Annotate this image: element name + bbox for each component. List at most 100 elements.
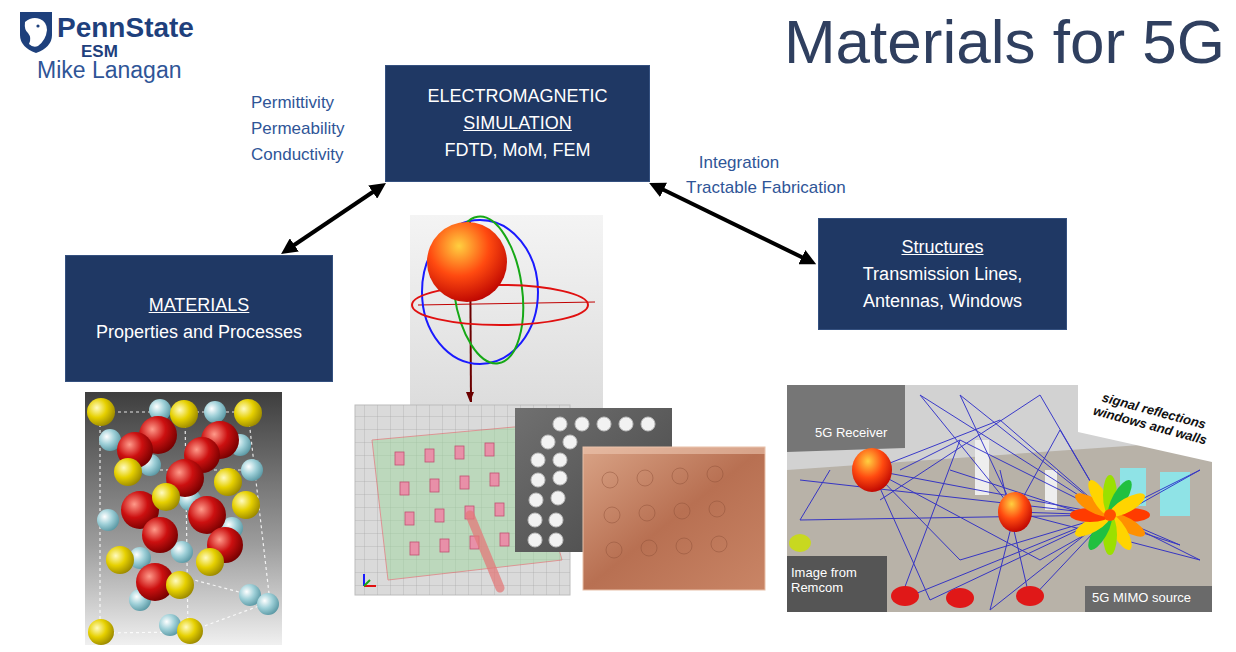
box-text: FDTD, MoM, FEM [398,137,637,164]
box-text: Transmission Lines, Antennas, Windows [837,261,1048,315]
crystal-structure-image-part [214,468,242,496]
antenna-array-simulation-image-part [490,473,499,486]
box-heading: MATERIALS [78,292,320,319]
crystal-structure-image-part [114,458,142,486]
crystal-structure-image-part [196,548,224,576]
crystal-structure-image-part [166,571,194,599]
ray-tracing-image-part [950,470,1180,545]
copper-plate-photo-part [674,503,690,519]
crystal-structure-image-part [87,398,262,645]
ray-tracing-image-part [1016,586,1044,606]
radiation-pattern-image-part [466,392,474,402]
double-arrow [658,187,808,260]
dielectric-cylinder-photo-part [549,513,563,527]
dielectric-cylinder-photo-part [641,417,655,431]
crystal-structure-image-part [97,399,279,636]
image-annotation: signal reflections windows and walls [1090,389,1213,449]
crystal-structure-image-part [232,491,260,519]
radiation-pattern-image-part [427,222,507,302]
crystal-structure-image-part [177,618,203,644]
antenna-array-simulation-image-part [485,443,494,456]
radiation-pattern-image [410,212,603,410]
dielectric-cylinder-photo-part [553,471,567,485]
radiation-pattern-image-part [418,302,595,305]
crystal-structure-image-part [88,619,114,645]
copper-plate-photo-part [602,466,727,558]
antenna-array-simulation-image-part [455,446,464,459]
ray-tracing-image-part [872,470,1110,560]
ray-tracing-image-part [852,448,892,492]
crystal-structure-image [85,392,282,645]
radiation-pattern-image-part [412,285,588,325]
ray-tracing-image-part [1070,475,1150,555]
box-heading: ELECTROMAGNETIC [398,83,637,110]
crystal-structure-image-part [170,400,198,428]
dielectric-cylinder-photo-part [528,513,542,527]
copper-plate-photo-part [711,536,727,552]
antenna-array-simulation-image-part [400,482,409,495]
dielectric-cylinder-photo-part [619,417,633,431]
dielectric-cylinder-photo-part [575,417,589,431]
crystal-structure-image-part [100,412,270,633]
copper-plate-photo-part [676,538,692,554]
crystal-structure-image-part [241,459,263,481]
antenna-array-simulation-image-part [460,476,469,489]
copper-plate-photo-part [641,540,657,556]
antenna-array-simulation-image-part [405,512,414,525]
ray-tracing-image-part [900,440,1110,600]
crystal-structure-image-part [87,398,115,426]
antenna-array-simulation-image-part [500,533,509,546]
dielectric-cylinder-photo-part [531,453,545,467]
antenna-array-simulation-image-part [470,515,500,588]
ray-tracing-image-part [789,534,811,552]
crystal-structure-image-part [97,509,119,531]
copper-plate-photo-part [606,542,622,558]
antenna-array-simulation-image-part [410,542,419,555]
process-box: MATERIALSProperties and Processes [65,255,333,382]
crystal-structure-image-part [152,483,180,511]
antenna-array-simulation-image-part [435,509,444,522]
copper-plate-photo-part [604,507,620,523]
antenna-array-simulation-image-part [440,539,449,552]
connector-label: Integration Tractable Fabrication [686,150,851,200]
image-annotation: 5G MIMO source [1092,591,1191,606]
dielectric-cylinder-photo-part [549,533,563,547]
copper-plate-photo [583,447,765,590]
radiation-pattern-image-part [410,215,603,410]
antenna-array-simulation-image-part [430,479,439,492]
box-heading: Structures [837,234,1048,261]
ray-tracing-image-part [872,420,1110,515]
crystal-structure-image-part [106,546,134,574]
copper-plate-photo-part [637,470,653,486]
ray-tracing-image-part [1104,509,1116,521]
dielectric-cylinder-photo-part [597,417,611,431]
university-shield-logo-part [20,12,52,53]
antenna-array-simulation-image-part [395,443,509,555]
dielectric-cylinder-photo-part [531,473,545,487]
process-box: StructuresTransmission Lines, Antennas, … [818,218,1067,330]
box-text: Properties and Processes [78,319,320,346]
dielectric-cylinder-photo-part [553,453,567,467]
antenna-array-simulation-image-part [425,449,434,462]
copper-plate-photo-part [583,447,765,454]
crystal-structure-image-part [257,593,279,615]
slide-title: Materials for 5G [784,6,1225,77]
box-text: SIMULATION [398,110,637,137]
image-annotation: 5G Receiver [815,426,887,441]
copper-plate-photo-part [707,466,723,482]
ray-tracing-image-part [946,588,974,608]
double-arrow [289,188,378,248]
antenna-array-simulation-image-part [364,580,370,586]
copper-plate-photo-part [639,505,655,521]
dielectric-cylinder-photo-part [551,491,565,505]
dielectric-cylinder-photo-part [529,493,543,507]
crystal-structure-image-part [142,517,178,553]
dielectric-cylinder-photo-part [553,417,567,431]
university-shield-logo-part [25,18,47,47]
radiation-pattern-image-part [422,220,538,364]
copper-plate-photo-part [709,501,725,517]
ray-tracing-image-part [1085,586,1212,612]
process-box: ELECTROMAGNETICSIMULATIONFDTD, MoM, FEM [385,65,650,182]
university-shield-logo [20,12,52,53]
dielectric-cylinder-photo-part [563,435,577,449]
